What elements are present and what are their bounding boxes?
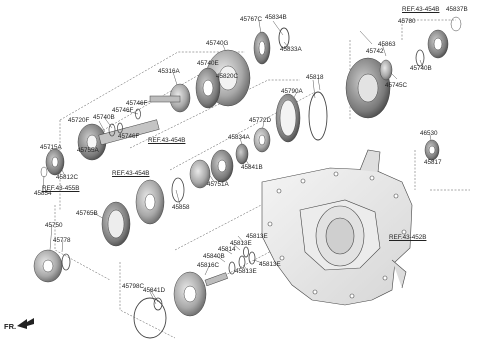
- part-label-45833a: 45833A: [280, 46, 302, 53]
- part-label-45863: 45863: [378, 41, 396, 48]
- part-label-45746f: 45746F: [112, 107, 134, 114]
- snap-ring-45834b: [278, 27, 290, 49]
- part-label-45740e: 45740E: [197, 60, 219, 67]
- ring-45858: [171, 177, 185, 203]
- part-label-45837b: 45837B: [446, 6, 468, 13]
- ring-gear-45790a: [275, 93, 301, 143]
- piston-45740e: [195, 67, 221, 109]
- clutch-assembly-45767c: [253, 31, 271, 65]
- output-gear-45816c: [173, 271, 229, 317]
- part-label-45798c: 45798C: [122, 283, 145, 290]
- part-label-45812c: 45812C: [56, 174, 79, 181]
- part-label-46530: 46530: [420, 130, 438, 137]
- part-label-45740b: 45740B: [410, 65, 432, 72]
- part-label-45813e: 45813E: [235, 268, 257, 275]
- reference-link-43-454b[interactable]: REF.43-454B: [402, 6, 440, 13]
- reference-link-43-454b[interactable]: REF.43-454B: [112, 170, 150, 177]
- part-label-45818: 45818: [306, 74, 324, 81]
- part-label-45780: 45780: [398, 18, 416, 25]
- part-label-45841d: 45841D: [143, 287, 166, 294]
- part-label-45841b: 45841B: [241, 164, 263, 171]
- reference-link-43-454b[interactable]: REF.43-454B: [148, 137, 186, 144]
- part-label-45834b: 45834B: [265, 14, 287, 21]
- part-label-45745c: 45745C: [385, 82, 408, 89]
- part-label-45834a: 45834A: [228, 134, 250, 141]
- part-label-45746f: 45746F: [126, 100, 148, 107]
- part-label-45817: 45817: [424, 159, 442, 166]
- part-label-45740b: 45740B: [93, 114, 115, 121]
- part-label-45813e: 45813E: [230, 240, 252, 247]
- part-label-45813e: 45813E: [259, 261, 281, 268]
- part-label-45767c: 45767C: [240, 16, 263, 23]
- part-label-45858: 45858: [172, 204, 190, 211]
- gear-45772d: [253, 127, 271, 153]
- part-label-45816c: 45816C: [197, 262, 220, 269]
- washer-45841d: [153, 297, 163, 311]
- part-label-45840b: 45840B: [203, 253, 225, 260]
- front-direction-label: FR.: [4, 322, 17, 331]
- carrier-45720f: [77, 119, 160, 161]
- small-rings-45813e: [228, 246, 256, 275]
- reference-link-43-455b[interactable]: REF.43-455B: [42, 185, 80, 192]
- transmission-case: [261, 149, 413, 306]
- part-label-45765b: 45765B: [76, 210, 98, 217]
- part-label-45755a: 45755A: [77, 147, 99, 154]
- part-label-45750: 45750: [45, 222, 63, 229]
- part-label-45820c: 45820C: [216, 73, 239, 80]
- bearing-45751a: [189, 143, 249, 189]
- part-label-45814: 45814: [218, 246, 236, 253]
- ring-45778: [61, 253, 71, 271]
- part-label-45790a: 45790A: [281, 88, 303, 95]
- part-label-45854: 45854: [34, 190, 52, 197]
- part-label-45746f: 45746F: [118, 133, 140, 140]
- small-rings-45746f: [108, 108, 141, 137]
- part-label-45715a: 45715A: [40, 144, 62, 151]
- gear-45715a: [40, 148, 65, 178]
- ring-45740b-right: [415, 49, 425, 67]
- bearing-45837b: [427, 16, 462, 59]
- planetary-assembly-45780: [345, 57, 393, 119]
- part-label-45778: 45778: [53, 237, 71, 244]
- reference-link-43-452b[interactable]: REF.43-452B: [389, 234, 427, 241]
- snap-ring-45818: [308, 91, 328, 141]
- part-label-45751a: 45751A: [207, 181, 229, 188]
- clutch-drum-45765b: [101, 201, 131, 247]
- part-label-45316a: 45316A: [158, 68, 180, 75]
- gear-45750: [33, 249, 63, 283]
- hub-45765b: [135, 179, 165, 225]
- part-label-45740g: 45740G: [206, 40, 229, 47]
- part-label-45772d: 45772D: [249, 117, 272, 124]
- part-label-45813e: 45813E: [246, 233, 268, 240]
- bearing-46530: [424, 139, 440, 161]
- shaft-45316a: [149, 83, 191, 113]
- ring-45798c: [133, 297, 167, 339]
- part-label-45742: 45742: [366, 48, 384, 55]
- part-label-45720f: 45720F: [68, 117, 90, 124]
- front-direction-arrow: [17, 318, 34, 329]
